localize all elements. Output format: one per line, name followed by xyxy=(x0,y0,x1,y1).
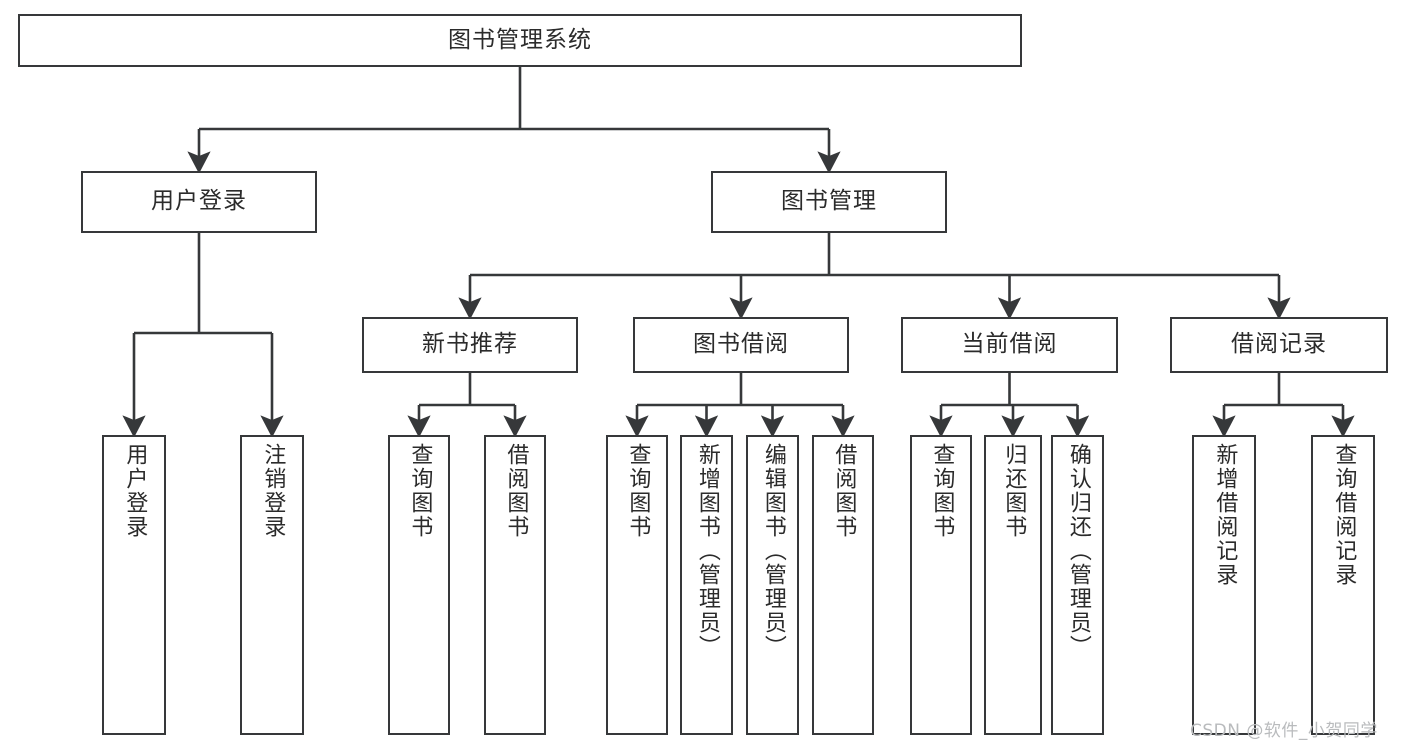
node-label: 用户登录 xyxy=(122,443,148,539)
node-label: 新增借阅记录 xyxy=(1212,443,1238,587)
node-leaf-borrow-query-book[interactable]: 查询图书 xyxy=(606,435,668,735)
node-leaf-current-query-book[interactable]: 查询图书 xyxy=(910,435,972,735)
node-label: 查询借阅记录 xyxy=(1331,443,1357,587)
node-label: 编辑图书（管理员） xyxy=(760,443,786,659)
connector-bus xyxy=(941,373,1078,407)
node-leaf-user-login[interactable]: 用户登录 xyxy=(102,435,166,735)
node-label: 借阅图书 xyxy=(503,443,529,539)
node-root-system[interactable]: 图书管理系统 xyxy=(18,14,1022,67)
connector-bus xyxy=(1224,373,1343,407)
node-leaf-current-confirm-return[interactable]: 确认归还（管理员） xyxy=(1051,435,1104,735)
node-leaf-record-query[interactable]: 查询借阅记录 xyxy=(1311,435,1375,735)
connector-bus xyxy=(637,373,843,407)
node-book-borrowing[interactable]: 图书借阅 xyxy=(633,317,849,373)
node-leaf-borrow-add-book[interactable]: 新增图书（管理员） xyxy=(680,435,733,735)
node-label: 图书借阅 xyxy=(693,331,789,358)
node-label: 借阅图书 xyxy=(831,443,857,539)
node-leaf-user-logout[interactable]: 注销登录 xyxy=(240,435,304,735)
node-new-book-recommendation[interactable]: 新书推荐 xyxy=(362,317,578,373)
connector-bus xyxy=(134,233,272,335)
connector-bus xyxy=(419,373,515,407)
node-label: 新增图书（管理员） xyxy=(694,443,720,659)
connector-bus xyxy=(470,233,1279,277)
node-label: 归还图书 xyxy=(1001,443,1027,539)
node-label: 当前借阅 xyxy=(961,331,1058,358)
node-label: 图书管理系统 xyxy=(448,26,592,53)
node-leaf-rec-query-book[interactable]: 查询图书 xyxy=(388,435,450,735)
node-label: 查询图书 xyxy=(625,443,651,539)
node-label: 用户登录 xyxy=(151,188,247,215)
node-leaf-rec-borrow-book[interactable]: 借阅图书 xyxy=(484,435,546,735)
node-label: 新书推荐 xyxy=(422,331,518,358)
watermark: CSDN @软件_小贺同学 xyxy=(1190,721,1378,741)
node-borrow-records[interactable]: 借阅记录 xyxy=(1170,317,1388,373)
node-label: 查询图书 xyxy=(407,443,433,539)
node-book-management[interactable]: 图书管理 xyxy=(711,171,947,233)
node-current-borrowing[interactable]: 当前借阅 xyxy=(901,317,1118,373)
node-label: 查询图书 xyxy=(929,443,955,539)
node-leaf-record-add[interactable]: 新增借阅记录 xyxy=(1192,435,1256,735)
node-leaf-borrow-edit-book[interactable]: 编辑图书（管理员） xyxy=(746,435,799,735)
node-label: 图书管理 xyxy=(781,188,877,215)
node-user-login[interactable]: 用户登录 xyxy=(81,171,317,233)
node-leaf-borrow-borrow-book[interactable]: 借阅图书 xyxy=(812,435,874,735)
connector-bus xyxy=(199,67,829,131)
node-label: 确认归还（管理员） xyxy=(1065,443,1091,659)
node-label: 借阅记录 xyxy=(1231,331,1327,358)
node-leaf-current-return-book[interactable]: 归还图书 xyxy=(984,435,1042,735)
node-label: 注销登录 xyxy=(260,443,286,539)
